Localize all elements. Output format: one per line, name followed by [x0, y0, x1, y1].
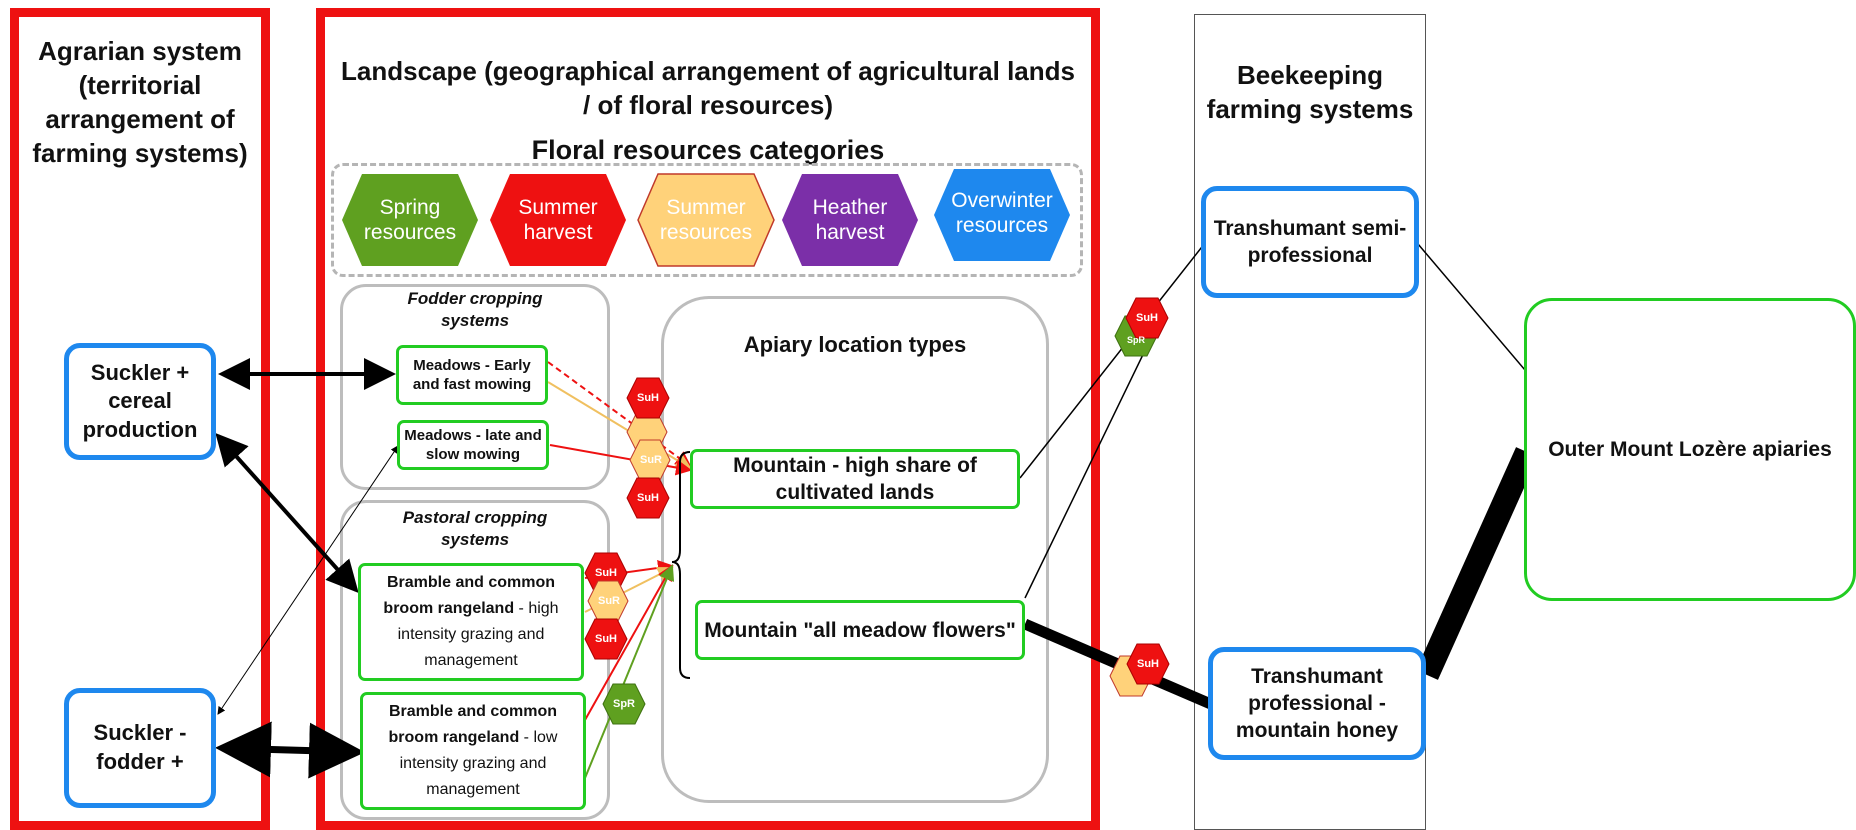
spring-resources-hexagon: [342, 174, 478, 266]
summer-harvest-hexagon: [490, 174, 626, 266]
link-professional-to-outer: [1416, 447, 1538, 680]
bramble-low-bold: Bramble and common broom rangeland: [388, 703, 558, 746]
landscape-title: Landscape (geographical arrangement of a…: [341, 56, 1075, 120]
pastoral-cropping-title: Pastoral cropping systems: [402, 508, 548, 549]
overwinter-resources-hexagon: [934, 169, 1070, 261]
mountain-all-meadow-label: Mountain "all meadow flowers": [704, 618, 1016, 642]
tag-suh-hexagon: [1125, 297, 1169, 339]
tag-suh-hexagon: [584, 618, 628, 660]
tag-spr-hexagon: [602, 683, 646, 725]
link-high-share-to-semi-professional: [1019, 242, 1206, 479]
outer-mount-lozere-apiaries-box[interactable]: Outer Mount Lozère apiaries: [1524, 298, 1856, 601]
agrarian-column-frame: [10, 8, 270, 830]
heather-harvest-hexagon: [782, 174, 918, 266]
mountain-high-share-box[interactable]: Mountain - high share of cultivated land…: [690, 449, 1020, 509]
tag-suh-hexagon: [626, 377, 670, 419]
meadows-late-box[interactable]: Meadows - late and slow mowing: [397, 420, 549, 470]
link-bramble-low-red: [584, 564, 673, 721]
link-fodder-to-late-meadows: [217, 445, 399, 715]
link-semi-professional-to-outer: [1417, 243, 1526, 371]
landscape-column-frame: [316, 8, 1100, 830]
mountain-high-share-label: Mountain - high share of cultivated land…: [733, 454, 977, 504]
transhumant-professional-box[interactable]: Transhumant professional - mountain hone…: [1208, 647, 1426, 760]
tag-suh-hexagon: [1126, 643, 1170, 685]
meadows-early-label: Meadows - Early and fast mowing: [412, 356, 532, 394]
bramble-low-intensity-label: Bramble and common broom rangeland - low…: [363, 699, 583, 803]
transhumant-semi-professional-label: Transhumant semi-professional: [1213, 216, 1407, 267]
transhumant-professional-label: Transhumant professional - mountain hone…: [1235, 664, 1399, 743]
apiary-location-group: [661, 296, 1049, 803]
floral-categories-group: [331, 163, 1083, 277]
link-fodder-to-bramble-low: [215, 721, 365, 779]
fodder-cropping-title: Fodder cropping systems: [407, 289, 543, 330]
beekeeping-title: Beekeeping farming systems: [1206, 60, 1414, 124]
transhumant-semi-professional-box[interactable]: Transhumant semi-professional: [1201, 186, 1419, 298]
apiary-location-title: Apiary location types: [743, 332, 967, 357]
meadows-early-box[interactable]: Meadows - Early and fast mowing: [396, 345, 548, 405]
bramble-high-intensity-label: Bramble and common broom rangeland - hig…: [361, 570, 581, 674]
link-bramble-low-green: [584, 564, 675, 779]
floral-categories-title: Floral resources categories: [531, 135, 885, 165]
bramble-low-intensity-box[interactable]: Bramble and common broom rangeland - low…: [360, 692, 586, 810]
bramble-high-rest: - high intensity grazing and management: [397, 600, 559, 669]
summer-resources-hexagon: [637, 173, 775, 267]
outer-mount-lozere-label: Outer Mount Lozère apiaries: [1548, 437, 1832, 461]
tag-suh-hexagon: [626, 477, 670, 519]
link-all-meadow-to-semi-professional: [1024, 335, 1153, 599]
bramble-high-bold: Bramble and common broom rangeland: [383, 574, 556, 617]
suckler-fodder-box[interactable]: Suckler - fodder +: [64, 688, 216, 808]
meadows-late-label: Meadows - late and slow mowing: [404, 426, 542, 464]
suckler-fodder-label: Suckler - fodder +: [93, 720, 187, 774]
mountain-all-meadow-box[interactable]: Mountain "all meadow flowers": [695, 600, 1025, 660]
agrarian-title: Agrarian system (territorial arrangement…: [32, 36, 248, 168]
suckler-cereal-label: Suckler + cereal production: [82, 359, 198, 442]
bramble-low-rest: - low intensity grazing and management: [399, 729, 558, 798]
bramble-high-intensity-box[interactable]: Bramble and common broom rangeland - hig…: [358, 563, 584, 681]
apiary-types-brace: [671, 451, 691, 679]
suckler-cereal-box[interactable]: Suckler + cereal production: [64, 343, 216, 460]
